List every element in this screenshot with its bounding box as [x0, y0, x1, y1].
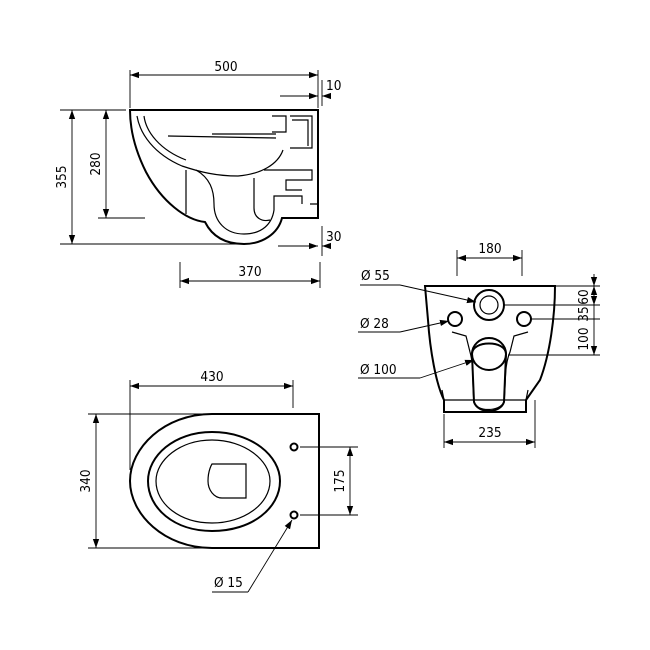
rear-view-waste-circle [471, 337, 507, 371]
dim-side-width: 500 [214, 59, 237, 75]
dim-rear-width-bottom: 235 [478, 425, 501, 441]
dim-rear-d-waste: Ø 100 [360, 362, 397, 378]
side-view-inlet-2 [290, 115, 313, 149]
side-view [128, 109, 319, 246]
dim-rear-v2: 35 [576, 306, 592, 321]
rear-view-outlet-outer [473, 289, 505, 321]
rear-view-bolt-left [447, 311, 463, 327]
side-view-inlet-3 [292, 119, 309, 146]
dim-rear-width-top: 180 [478, 241, 501, 257]
dim-rear-d-outlet: Ø 55 [361, 268, 390, 284]
side-view-bowl-inner [136, 115, 284, 177]
top-view-bowl [146, 430, 282, 533]
dim-side-base-length: 370 [238, 264, 261, 280]
top-view-drain [207, 463, 247, 499]
dim-top-hole-d: Ø 15 [214, 575, 243, 591]
dim-rear-v3: 100 [576, 327, 592, 350]
dim-side-gap: 10 [326, 78, 341, 94]
top-view-bowl-inner [155, 439, 271, 524]
top-view-dimensions: 430 340 175 Ø 15 [78, 369, 358, 593]
rear-view-dimensions: 180 235 60 35 100 Ø 55 Ø 28 Ø 100 [358, 241, 600, 448]
side-view-bowl-inner-lip [143, 115, 187, 161]
side-view-dimensions: 500 10 355 280 30 370 [54, 59, 341, 288]
dim-side-height-total: 355 [54, 165, 70, 188]
side-view-inlet [272, 115, 287, 133]
dim-top-hole-spacing: 175 [332, 469, 348, 492]
side-view-outlet [264, 169, 318, 205]
top-view-hole-bottom [289, 510, 299, 520]
dim-rear-v1: 60 [576, 289, 592, 304]
top-view [128, 413, 320, 549]
rear-view-outlet-inner [479, 295, 499, 315]
rear-view-bolt-right [516, 311, 532, 327]
side-view-rim [167, 135, 277, 139]
dim-top-height: 340 [78, 469, 94, 492]
dim-side-height-bowl: 280 [88, 152, 104, 175]
top-view-hole-top [289, 442, 299, 452]
dim-side-bottom-offset: 30 [326, 229, 341, 245]
rear-view-outline [423, 285, 557, 413]
top-view-outline [128, 413, 320, 549]
rear-view-base [441, 389, 529, 401]
dim-top-width: 430 [200, 369, 223, 385]
dim-rear-d-bolt: Ø 28 [360, 316, 389, 332]
rear-view-waste-pipe [470, 342, 508, 412]
side-view-trapway [185, 169, 303, 235]
side-view-outline [128, 109, 319, 246]
